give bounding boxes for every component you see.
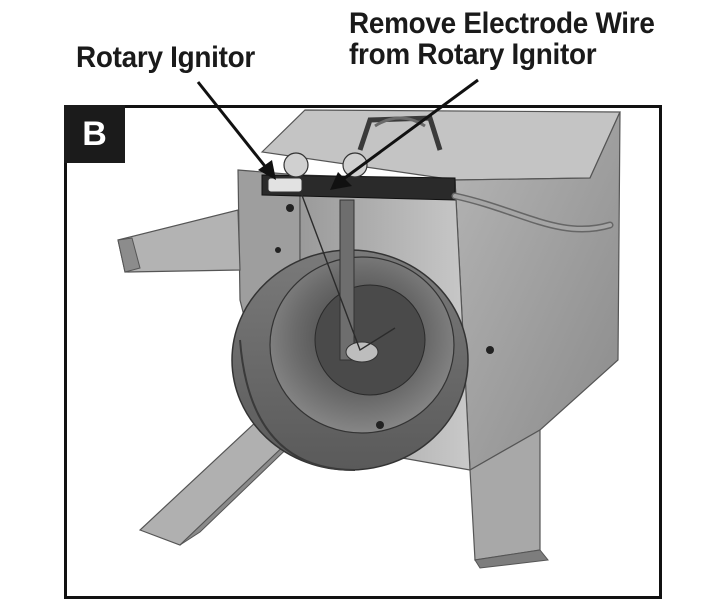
callout-remove-line-1: Remove Electrode Wire (349, 7, 655, 40)
callout-rotary-ignitor: Rotary Ignitor (76, 41, 256, 74)
top-mounting-bar (261, 152, 456, 201)
lower-right-leg (469, 428, 549, 569)
callout-remove-line-2: from Rotary Ignitor (349, 38, 597, 71)
fasteners (275, 247, 494, 429)
arrow-remove-electrode-wire (330, 78, 479, 190)
callout-remove-electrode-wire: Remove Electrode Wire from Rotary Ignito… (349, 8, 655, 70)
left-bracket-arm (117, 209, 241, 273)
electrode-wire (299, 189, 614, 352)
figure-badge: B (64, 105, 125, 163)
gas-tube (339, 199, 379, 363)
rotary-ignitor-part (267, 177, 303, 212)
arrow-rotary-ignitor (196, 81, 276, 180)
